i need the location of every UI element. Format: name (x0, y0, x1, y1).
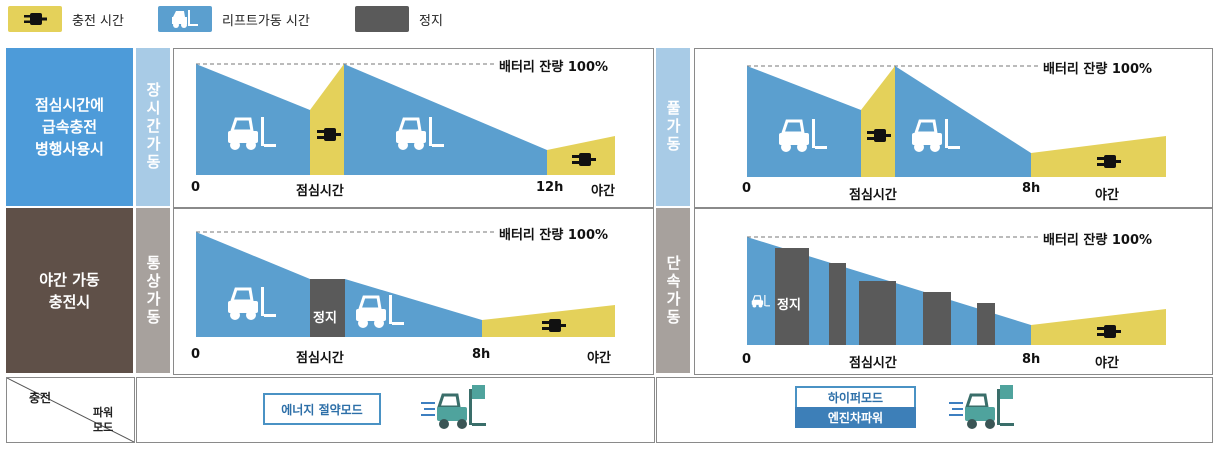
axis-lunch: 점심시간 (296, 351, 344, 366)
axis-zero: 0 (191, 347, 201, 362)
axis-lunch: 점심시간 (849, 356, 897, 371)
stop-label: 정지 (313, 311, 337, 326)
forklift-power-icon (949, 385, 1014, 429)
legend-stop-label: 정지 (419, 13, 443, 29)
axis-zero: 0 (742, 352, 752, 367)
footer-eco-cell: 에너지 절약모드 (136, 377, 655, 443)
panel-normal-operation: 배터리 잔량 100% 정지 0 점심시간 8h 야간 (173, 208, 654, 375)
vlabel-long: 장시간가동 (136, 48, 170, 206)
axis-8h: 8h (1022, 352, 1041, 367)
panel-long-operation: 배터리 잔량 100% 0 점심시간 12h 야간 (173, 48, 654, 208)
stop-swatch (355, 6, 409, 32)
axis-night: 야간 (591, 184, 615, 199)
row-header-top: 점심시간에 급속충전 병행사용시 (6, 48, 133, 206)
forklift-icon (158, 6, 212, 32)
axis-lunch: 점심시간 (849, 188, 897, 203)
legend-lift-label: 리프트가동 시간 (222, 13, 310, 29)
footer-charge-label: 충전 (29, 391, 52, 405)
vlabel-full: 풀가동 (656, 48, 690, 206)
footer-hyper-cell: 하이퍼모드 엔진차파워 (656, 377, 1213, 443)
legend-stop: 정지 (355, 6, 443, 32)
axis-8h: 8h (472, 347, 491, 362)
panel-short-operation: 배터리 잔량 100% 정지 0 점심시간 8h 야간 (694, 208, 1213, 375)
legend-charge-label: 충전 시간 (72, 13, 124, 29)
plug-icon (8, 6, 62, 32)
battery-label: 배터리 잔량 100% (499, 228, 609, 243)
axis-lunch: 점심시간 (296, 184, 344, 199)
battery-label: 배터리 잔량 100% (499, 60, 609, 75)
vlabel-normal: 통상가동 (136, 208, 170, 373)
legend-lift: 리프트가동 시간 (158, 6, 310, 32)
footer-power-label: 파워 모드 (93, 406, 114, 434)
engine-power-label: 엔진차파워 (795, 407, 916, 428)
vlabel-short: 단속가동 (656, 208, 690, 373)
axis-8h: 8h (1022, 181, 1041, 196)
legend-charge: 충전 시간 (8, 6, 124, 32)
axis-12h: 12h (536, 180, 564, 195)
axis-zero: 0 (742, 181, 752, 196)
battery-label: 배터리 잔량 100% (1043, 233, 1153, 248)
axis-night: 야간 (1095, 188, 1119, 203)
axis-zero: 0 (191, 180, 201, 195)
hyper-mode-label: 하이퍼모드 (795, 386, 916, 407)
axis-night: 야간 (1095, 356, 1119, 371)
battery-label: 배터리 잔량 100% (1043, 62, 1153, 77)
forklift-power-icon (421, 385, 486, 429)
stop-label: 정지 (777, 298, 801, 313)
footer-corner-cell: 충전 파워 모드 (6, 377, 135, 443)
axis-night: 야간 (587, 351, 611, 366)
row-header-bottom: 야간 가동 충전시 (6, 208, 133, 373)
eco-mode-button: 에너지 절약모드 (263, 393, 381, 425)
panel-full-operation: 배터리 잔량 100% 0 점심시간 8h 야간 (694, 48, 1213, 208)
